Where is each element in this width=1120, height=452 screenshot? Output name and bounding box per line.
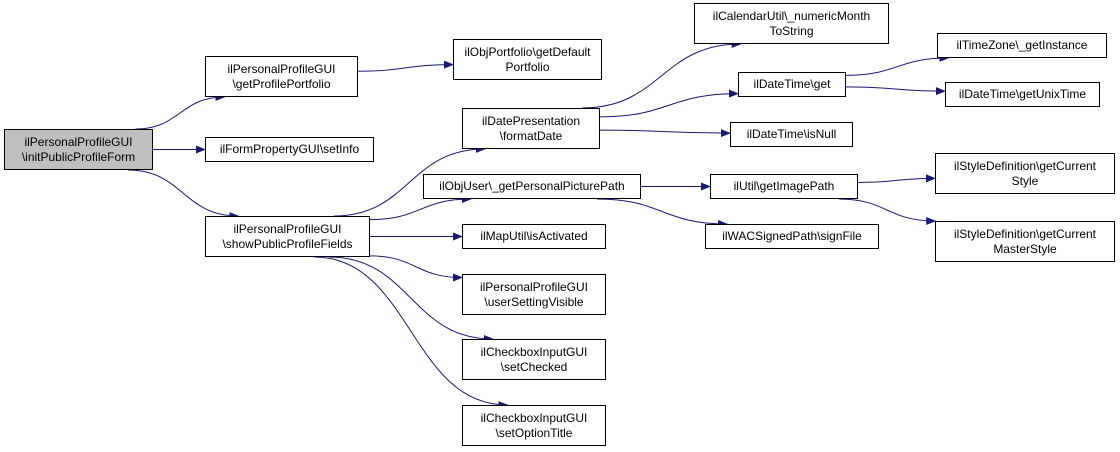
- node-label-line2: \showPublicProfileFields: [222, 236, 353, 251]
- edge-n6-n15: [596, 198, 728, 228]
- node-label-line1: ilUtil\getImagePath: [733, 179, 835, 193]
- node-userSettingVisible[interactable]: ilPersonalProfileGUI \userSettingVisible: [462, 274, 606, 315]
- node-getProfilePortfolio[interactable]: ilPersonalProfileGUI \getProfilePortfoli…: [205, 56, 358, 97]
- node-signFile[interactable]: ilWACSignedPath\signFile: [705, 224, 879, 249]
- node-showPublicProfileFields[interactable]: ilPersonalProfileGUI \showPublicProfileF…: [205, 216, 370, 257]
- node-label-line1: ilPersonalProfileGUI: [233, 221, 342, 236]
- node-label-line1: ilObjUser\_getPersonalPicturePath: [439, 179, 625, 193]
- node-setInfo[interactable]: ilFormPropertyGUI\setInfo: [205, 137, 374, 162]
- node-label-line2: \getProfilePortfolio: [232, 76, 331, 91]
- edge-n12-n16: [845, 54, 950, 76]
- node-label-line1: ilPersonalProfileGUI: [479, 279, 589, 294]
- edge-n0-n3: [127, 169, 240, 220]
- node-getCurrentMasterStyle[interactable]: ilStyleDefinition\getCurrent MasterStyle: [935, 221, 1115, 262]
- node-label-line2: MasterStyle: [993, 241, 1057, 256]
- node-initPublicProfileForm[interactable]: ilPersonalProfileGUI \initPublicProfileF…: [4, 129, 153, 170]
- node-label-line1: ilPersonalProfileGUI: [227, 61, 336, 76]
- edge-n14-n19: [838, 198, 937, 225]
- node-label-line2: Style: [1011, 173, 1039, 188]
- node-label-line1: ilWACSignedPath\signFile: [722, 229, 862, 243]
- edge-n5-n12: [599, 89, 739, 118]
- edge-n3-n10: [314, 256, 509, 409]
- node-getDefaultPortfolio[interactable]: ilObjPortfolio\getDefault Portfolio: [453, 39, 602, 80]
- node-label-line1: ilDateTime\isNull: [746, 127, 837, 141]
- node-getPersonalPicturePath[interactable]: ilObjUser\_getPersonalPicturePath: [423, 174, 641, 199]
- node-label-line1: ilObjPortfolio\getDefault: [464, 44, 591, 59]
- edge-n1-n4: [357, 60, 454, 72]
- node-label-line1: ilDateTime\getUnixTime: [958, 87, 1087, 101]
- edge-n5-n13: [599, 129, 731, 138]
- edge-n3-n5: [333, 145, 486, 217]
- node-dateTimeIsNull[interactable]: ilDateTime\isNull: [730, 122, 853, 147]
- node-label-line1: ilFormPropertyGUI\setInfo: [219, 142, 360, 156]
- node-label-line1: ilDatePresentation: [481, 113, 581, 128]
- node-label-line2: \setChecked: [500, 359, 568, 374]
- node-label-line1: ilPersonalProfileGUI: [24, 134, 133, 149]
- node-label-line2: \initPublicProfileForm: [21, 149, 136, 164]
- edge-n0-n1: [135, 93, 226, 130]
- node-label-line1: ilCalendarUtil\_numericMonth: [712, 8, 871, 23]
- node-label-line1: ilCheckboxInputGUI: [480, 344, 588, 359]
- edge-n3-n8: [369, 255, 463, 282]
- node-label-line2: \formatDate: [499, 128, 563, 143]
- edge-n5-n11: [581, 40, 742, 109]
- node-getCurrentStyle[interactable]: ilStyleDefinition\getCurrent Style: [935, 153, 1115, 194]
- node-isActivated[interactable]: ilMapUtil\isActivated: [462, 224, 606, 249]
- node-setChecked[interactable]: ilCheckboxInputGUI \setChecked: [462, 339, 606, 380]
- node-getUnixTime[interactable]: ilDateTime\getUnixTime: [945, 82, 1100, 107]
- edge-n14-n18: [857, 174, 936, 184]
- edge-n3-n9: [328, 256, 494, 343]
- node-label-line2: ToString: [769, 23, 814, 38]
- edge-n3-n6: [369, 195, 472, 221]
- node-timeZoneGetInstance[interactable]: ilTimeZone\_getInstance: [937, 33, 1107, 58]
- node-numericMonthToString[interactable]: ilCalendarUtil\_numericMonth ToString: [694, 3, 889, 44]
- node-label-line2: Portfolio: [505, 59, 550, 74]
- node-label-line2: \setOptionTitle: [495, 425, 573, 440]
- node-label-line1: ilCheckboxInputGUI: [480, 410, 588, 425]
- node-getImagePath[interactable]: ilUtil\getImagePath: [710, 174, 858, 199]
- node-label-line1: ilTimeZone\_getInstance: [956, 38, 1088, 52]
- node-formatDate[interactable]: ilDatePresentation \formatDate: [462, 108, 600, 149]
- node-label-line1: ilStyleDefinition\getCurrent: [953, 158, 1097, 173]
- node-label-line1: ilStyleDefinition\getCurrent: [953, 226, 1097, 241]
- node-label-line1: ilDateTime\get: [753, 77, 831, 91]
- node-label-line2: \userSettingVisible: [484, 294, 584, 309]
- node-label-line1: ilMapUtil\isActivated: [480, 229, 588, 243]
- node-setOptionTitle[interactable]: ilCheckboxInputGUI \setOptionTitle: [462, 405, 606, 446]
- node-dateTimeGet[interactable]: ilDateTime\get: [738, 72, 846, 97]
- edge-n12-n17: [845, 86, 946, 96]
